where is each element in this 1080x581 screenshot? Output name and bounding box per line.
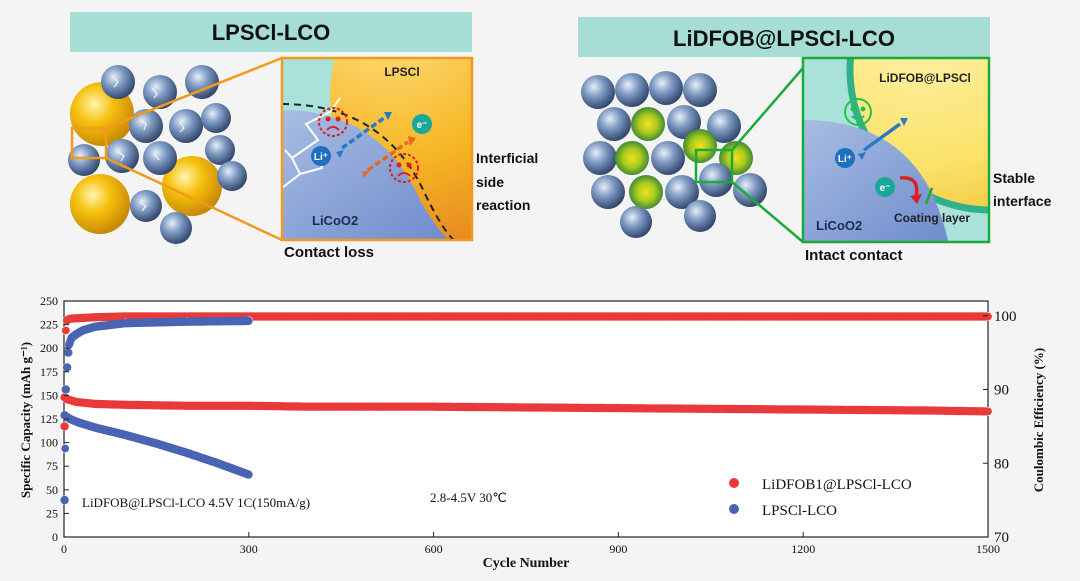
x-tick-label: 300 bbox=[240, 542, 258, 556]
lidfob-efficiency-marker bbox=[982, 312, 991, 321]
sad-face-icon bbox=[318, 107, 348, 137]
cycling-chart: 0 300 600 900 1200 1500 0 25 50 75 100 125 150 175 20… bbox=[18, 294, 1046, 571]
y-tick-label: 250 bbox=[40, 294, 58, 308]
left-electron bbox=[412, 114, 432, 134]
x-axis-ticks: 0 300 600 900 1200 1500 bbox=[61, 532, 1000, 556]
svg-text:Li⁺: Li⁺ bbox=[314, 152, 328, 163]
right-core-label: LiCoO2 bbox=[816, 218, 862, 233]
left-core-label: LiCoO2 bbox=[312, 213, 358, 228]
y-tick-label: 150 bbox=[40, 388, 58, 402]
left-ion-arrow bbox=[336, 112, 392, 158]
y-tick-label: 100 bbox=[40, 436, 58, 450]
y-tick-label: 200 bbox=[40, 341, 58, 355]
left-particle-cluster bbox=[68, 65, 247, 244]
lpscl-capacity-marker bbox=[244, 470, 253, 479]
lidfob-efficiency-point bbox=[61, 325, 71, 335]
lpscl-efficiency-marker bbox=[61, 385, 70, 394]
svg-text:Li⁺: Li⁺ bbox=[838, 154, 852, 165]
right-side-label-2: interface bbox=[993, 193, 1052, 209]
lpscl-efficiency-marker bbox=[244, 316, 253, 326]
curved-arrow-icon bbox=[899, 176, 922, 204]
annotation-voltage: 2.8-4.5V 30℃ bbox=[430, 490, 507, 505]
right-ion-arrow bbox=[858, 118, 908, 160]
x-tick-label: 0 bbox=[61, 542, 67, 556]
x-tick-label: 900 bbox=[609, 542, 627, 556]
y2-tick-label: 80 bbox=[994, 456, 1009, 472]
x-tick-label: 1200 bbox=[791, 542, 815, 556]
series-efficiency-lidfob bbox=[60, 311, 993, 431]
y-axis-label: Specific Capacity (mAh g⁻¹) bbox=[18, 342, 33, 498]
sad-face-icon bbox=[389, 153, 419, 183]
series-capacity-lpscl bbox=[60, 410, 254, 480]
x-tick-label: 600 bbox=[425, 542, 443, 556]
y2-axis-ticks: 70 80 90 100 bbox=[983, 309, 1017, 546]
right-side-label-1: Stable bbox=[993, 170, 1035, 186]
y2-tick-label: 70 bbox=[994, 530, 1009, 546]
left-shell-label: LPSCl bbox=[384, 65, 419, 79]
y2-tick-label: 90 bbox=[994, 383, 1009, 399]
y-tick-label: 0 bbox=[52, 530, 58, 544]
y-tick-label: 125 bbox=[40, 412, 58, 426]
right-li-ion bbox=[835, 148, 855, 168]
right-schematic: LiDFOB@LPSCl-LCO bbox=[578, 17, 1052, 264]
legend-label-lpscl: LPSCl-LCO bbox=[762, 503, 837, 519]
y2-tick-label: 100 bbox=[994, 309, 1017, 325]
left-title: LPSCl-LCO bbox=[212, 20, 331, 45]
lidfob-efficiency-marker bbox=[60, 422, 69, 431]
left-side-label-2: side bbox=[476, 174, 504, 190]
annotation-condition: LiDFOB@LPSCl-LCO 4.5V 1C(150mA/g) bbox=[82, 495, 310, 510]
plot-area bbox=[63, 300, 989, 538]
coating-label: Coating layer bbox=[894, 211, 970, 225]
y-tick-label: 25 bbox=[46, 506, 58, 520]
svg-text:e⁻: e⁻ bbox=[880, 183, 891, 194]
right-particle-cluster bbox=[581, 71, 767, 238]
legend-marker-lidfob bbox=[729, 478, 739, 488]
coating-pointer bbox=[924, 187, 934, 205]
right-bottom-label: Intact contact bbox=[805, 247, 903, 264]
legend-marker-lpscl bbox=[729, 504, 739, 514]
right-electron bbox=[875, 177, 895, 197]
series-efficiency-lpscl bbox=[60, 316, 254, 505]
lpscl-efficiency-marker bbox=[62, 363, 72, 372]
smile-face-icon bbox=[844, 98, 872, 126]
lidfob-capacity-marker bbox=[982, 407, 991, 416]
x-tick-label: 1500 bbox=[976, 542, 1000, 556]
left-schematic: LPSCl-LCO bbox=[68, 12, 538, 261]
left-side-label-3: reaction bbox=[476, 197, 530, 213]
left-side-label-1: Interficial bbox=[476, 150, 538, 166]
left-li-ion bbox=[311, 146, 331, 166]
left-title-banner bbox=[70, 12, 472, 52]
lpscl-efficiency-marker bbox=[64, 348, 73, 357]
lpscl-efficiency-point bbox=[60, 443, 70, 453]
right-zoom-inset: LiDFOB@LPSCl LiCoO2 Li⁺ e⁻ Coating layer bbox=[801, 56, 991, 244]
legend: LiDFOB1@LPSCl-LCO LPSCl-LCO bbox=[729, 477, 912, 519]
lpscl-efficiency-marker bbox=[60, 495, 69, 505]
y-tick-label: 175 bbox=[40, 365, 58, 379]
y-axis-ticks: 0 25 50 75 100 125 150 175 200 225 250 bbox=[40, 294, 69, 544]
svg-text:e⁻: e⁻ bbox=[417, 120, 428, 131]
x-axis-label: Cycle Number bbox=[483, 556, 570, 571]
y-tick-label: 225 bbox=[40, 318, 58, 332]
right-shell-label: LiDFOB@LPSCl bbox=[879, 71, 971, 85]
right-title: LiDFOB@LPSCl-LCO bbox=[673, 26, 895, 51]
series-capacity-lidfob bbox=[60, 392, 993, 416]
left-electron-arrow bbox=[362, 136, 416, 178]
left-zoom-inset: LPSCl LiCoO2 Li⁺ e⁻ bbox=[280, 56, 474, 242]
y-tick-label: 75 bbox=[46, 459, 58, 473]
right-title-banner bbox=[578, 17, 990, 57]
y-tick-label: 50 bbox=[46, 483, 58, 497]
left-bottom-label: Contact loss bbox=[284, 244, 374, 261]
legend-label-lidfob: LiDFOB1@LPSCl-LCO bbox=[762, 477, 912, 493]
y2-axis-label: Coulombic Efficiency (%) bbox=[1031, 348, 1046, 492]
